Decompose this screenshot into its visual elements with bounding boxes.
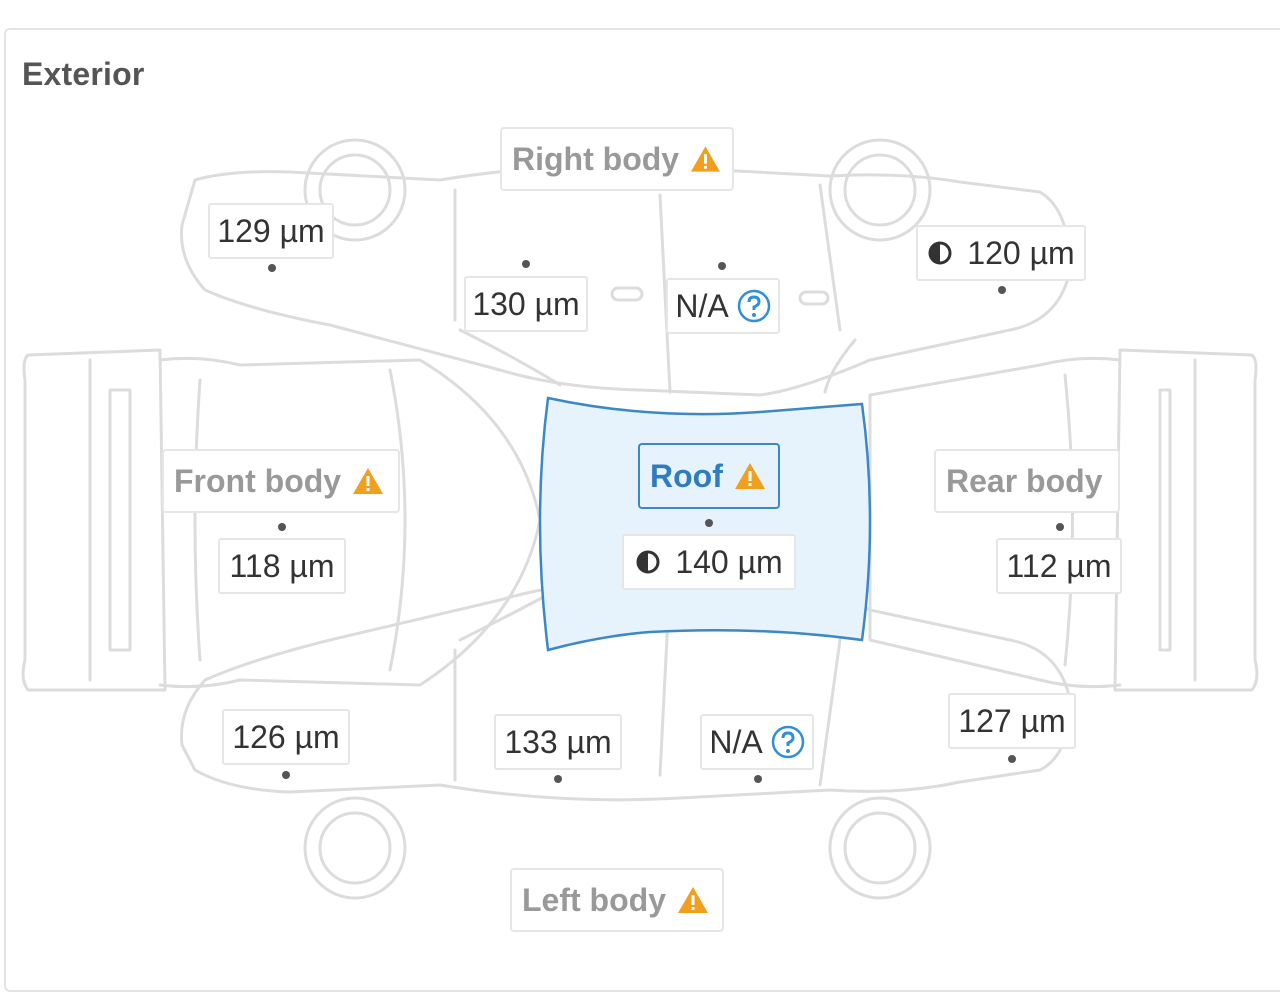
measure-point — [1056, 523, 1064, 531]
measurement-value: 129 µm — [217, 212, 325, 249]
warning-icon — [691, 146, 721, 172]
help-icon[interactable] — [737, 289, 771, 323]
measurement-value: N/A — [709, 723, 763, 760]
rear-body-label-text: Rear body — [946, 462, 1103, 499]
measure-point — [705, 519, 713, 527]
measure-point — [522, 260, 530, 268]
roof-label-text: Roof — [650, 457, 723, 494]
roof-label[interactable]: Roof — [638, 443, 780, 509]
right-rear-wheel-outline — [828, 138, 932, 242]
measure-point — [282, 771, 290, 779]
measurement-value: 112 µm — [1006, 547, 1112, 584]
measurement-value: 140 µm — [675, 543, 783, 580]
warning-icon — [353, 468, 384, 494]
measure-point — [554, 775, 562, 783]
measurement-value: 130 µm — [472, 285, 580, 322]
left-rear-wheel-outline — [828, 796, 932, 900]
measurement-value: 126 µm — [232, 718, 340, 755]
measure-point — [998, 286, 1006, 294]
front-body-label[interactable]: Front body — [162, 449, 400, 513]
measurement-right-front-door[interactable]: 130 µm — [464, 276, 588, 332]
measure-point — [268, 264, 276, 272]
measurement-right-rear-door[interactable]: N/A — [666, 278, 780, 334]
rear-view-outline — [1113, 348, 1259, 692]
measurement-rear[interactable]: 112 µm — [996, 538, 1122, 594]
measurement-left-rear-quarter[interactable]: 127 µm — [948, 693, 1076, 749]
left-side-outline — [179, 573, 1072, 802]
measurement-roof[interactable]: 140 µm — [622, 534, 796, 590]
warning-icon — [677, 887, 708, 913]
measurement-value: N/A — [675, 287, 729, 324]
warning-icon — [734, 463, 765, 489]
measurement-value: 127 µm — [958, 702, 1066, 739]
measurement-right-rear-quarter[interactable]: 120 µm — [916, 225, 1086, 281]
half-circle-icon — [636, 550, 660, 574]
rear-body-label[interactable]: Rear body — [934, 449, 1120, 513]
measure-point — [754, 775, 762, 783]
front-body-label-text: Front body — [174, 462, 342, 499]
half-circle-icon — [928, 241, 952, 265]
measurement-value: 118 µm — [229, 547, 335, 584]
right-body-label[interactable]: Right body — [500, 127, 734, 191]
measurement-value: 120 µm — [967, 234, 1075, 271]
right-front-wheel-outline — [303, 138, 407, 242]
measure-point — [278, 523, 286, 531]
measurement-right-front-fender[interactable]: 129 µm — [208, 203, 334, 259]
measurement-left-rear-door[interactable]: N/A — [700, 714, 814, 770]
left-body-label[interactable]: Left body — [510, 868, 724, 932]
measurement-left-front-door[interactable]: 133 µm — [494, 714, 622, 770]
measurement-value: 133 µm — [504, 723, 612, 760]
left-front-wheel-outline — [303, 796, 407, 900]
measure-point — [718, 262, 726, 270]
section-title: Exterior — [22, 56, 145, 92]
help-icon[interactable] — [771, 725, 805, 759]
right-body-label-text: Right body — [512, 140, 680, 177]
front-view-outline — [21, 348, 167, 692]
measurement-front[interactable]: 118 µm — [218, 538, 346, 594]
left-body-label-text: Left body — [522, 881, 666, 918]
measure-point — [1008, 755, 1016, 763]
measurement-left-front-fender[interactable]: 126 µm — [222, 709, 350, 765]
